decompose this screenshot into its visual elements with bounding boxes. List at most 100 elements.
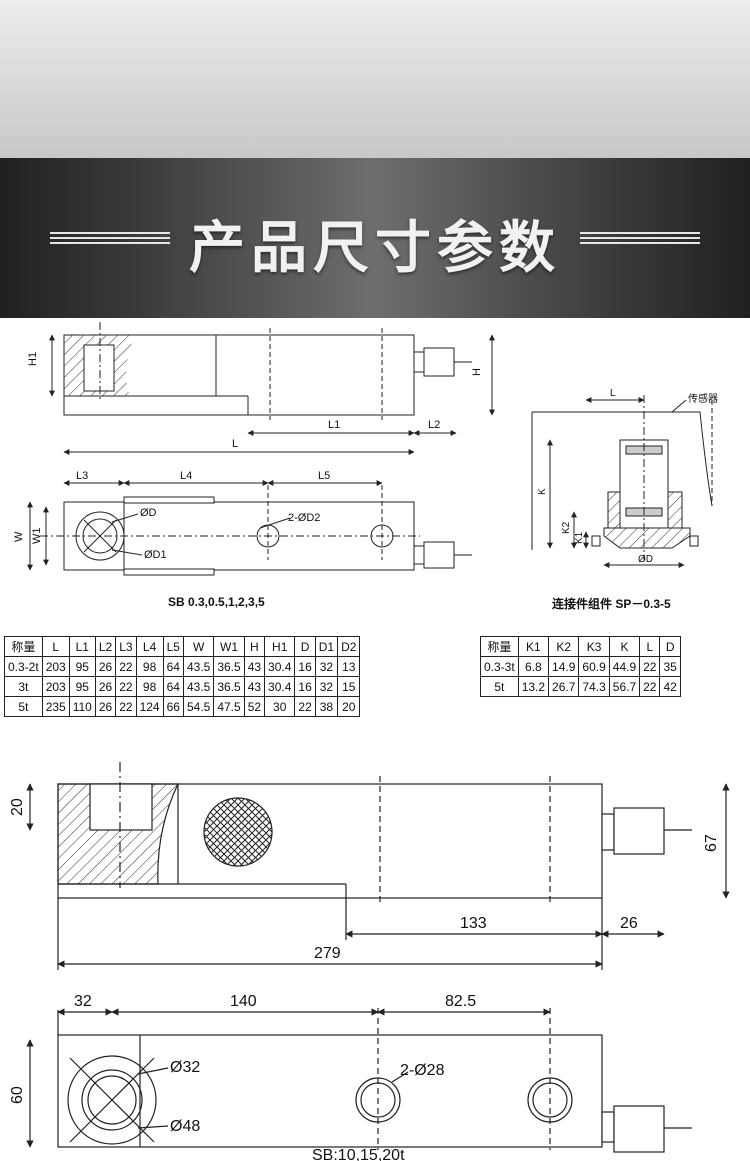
large-top-view: [26, 1008, 692, 1153]
dim-label-holes: 2-ØD2: [288, 512, 320, 524]
dim-label-w1: W1: [31, 528, 43, 545]
table-cell: 52: [243, 696, 266, 717]
page-title: 产品尺寸参数: [189, 216, 561, 281]
dim-label-h: H: [471, 368, 483, 376]
column-header: K2: [548, 636, 580, 657]
column-header: L1: [68, 636, 96, 657]
table-cell: 44.9: [608, 656, 641, 677]
dim-value-l1: 133: [460, 915, 487, 932]
table-cell: 26: [94, 676, 117, 697]
table-cell: 110: [68, 696, 96, 717]
table-cell: 30.4: [264, 676, 296, 697]
column-header: D: [659, 636, 681, 657]
column-header: W: [182, 636, 215, 657]
table-cell: 98: [135, 676, 164, 697]
dim-label-l2: L2: [428, 419, 440, 431]
column-header: W1: [213, 636, 245, 657]
connector-assembly-view: [531, 395, 713, 568]
dim-value-h1: 20: [9, 798, 26, 816]
title-decoration-right: [580, 232, 700, 244]
dim-value-h: 67: [703, 834, 720, 852]
table-cell: 64: [162, 676, 184, 697]
table-cell: 13.2: [517, 676, 550, 697]
table-cell: 36.5: [213, 656, 245, 677]
table-cell: 0.3-2t: [4, 656, 43, 677]
table-cell: 20: [337, 696, 361, 717]
table-cell: 5t: [4, 696, 43, 717]
small-side-view-labels: H1 H L1 L2 L: [27, 352, 483, 450]
dim-label-h1: H1: [27, 352, 39, 366]
table-cell: 60.9: [578, 656, 610, 677]
connector-label-k2: K2: [561, 521, 572, 534]
table-cell: 16: [294, 676, 316, 697]
sb-small-caption: SB 0.3,0.5,1,2,3,5: [168, 595, 265, 609]
table-cell: 22: [639, 676, 661, 697]
column-header: 称量: [4, 636, 43, 657]
dim-label-l5: L5: [318, 470, 330, 482]
column-header: D2: [337, 636, 361, 657]
table-cell: 43: [243, 676, 266, 697]
connector-label-k: K: [537, 488, 548, 495]
dim-label-od1: ØD1: [144, 549, 167, 561]
column-header: L3: [115, 636, 137, 657]
column-header: K3: [578, 636, 610, 657]
table-cell: 66: [162, 696, 184, 717]
table-cell: 43.5: [182, 676, 215, 697]
small-top-view: [27, 480, 472, 576]
table-cell: 3t: [4, 676, 43, 697]
dim-label-l3: L3: [76, 470, 88, 482]
table-cell: 32: [314, 676, 339, 697]
table-cell: 26: [94, 696, 117, 717]
table-cell: 42: [659, 676, 681, 697]
column-header: D: [294, 636, 316, 657]
column-header: L5: [162, 636, 184, 657]
dim-value-l2: 26: [620, 915, 638, 932]
table-cell: 15: [337, 676, 361, 697]
table-cell: 22: [115, 656, 137, 677]
table-cell: 22: [639, 656, 661, 677]
table-cell: 56.7: [608, 676, 641, 697]
table-cell: 26.7: [548, 676, 580, 697]
column-header: 称量: [480, 636, 519, 657]
banner-light-band: [0, 0, 750, 160]
table-cell: 16: [294, 656, 316, 677]
table-cell: 98: [135, 656, 164, 677]
table-cell: 30.4: [264, 656, 296, 677]
connector-labels: L 传感器 K K2 K1 ØD: [537, 388, 718, 565]
table-cell: 26: [94, 656, 117, 677]
table-cell: 35: [659, 656, 681, 677]
table-cell: 13: [337, 656, 361, 677]
dim-label-w: W: [13, 531, 25, 542]
table-cell: 6.8: [517, 656, 550, 677]
title-decoration-left: [50, 232, 170, 244]
dim-label-l1: L1: [328, 419, 340, 431]
table-cell: 14.9: [548, 656, 580, 677]
table-cell: 30: [264, 696, 296, 717]
table-cell: 36.5: [213, 676, 245, 697]
connector-label-sensor: 传感器: [688, 392, 718, 405]
large-side-view-labels: 20 67 133 26 279: [9, 798, 720, 962]
dim-value-holes: 2-Ø28: [400, 1062, 445, 1079]
dim-value-w: 60: [9, 1086, 26, 1104]
dim-label-l4: L4: [180, 470, 192, 482]
dim-value-od: Ø32: [170, 1059, 200, 1076]
table-cell: 43: [243, 656, 266, 677]
table-cell: 95: [68, 656, 96, 677]
large-top-view-labels: 32 140 82.5 60 Ø32 Ø48 2-Ø28: [9, 993, 476, 1135]
column-header: H1: [264, 636, 296, 657]
column-header: L2: [94, 636, 117, 657]
table-cell: 32: [314, 656, 339, 677]
table-cell: 22: [294, 696, 316, 717]
table-cell: 5t: [480, 676, 519, 697]
table-cell: 0.3-3t: [480, 656, 519, 677]
column-header: L4: [135, 636, 164, 657]
small-top-view-labels: L3 L4 L5 W W1 ØD ØD1 2-ØD2: [13, 470, 330, 561]
